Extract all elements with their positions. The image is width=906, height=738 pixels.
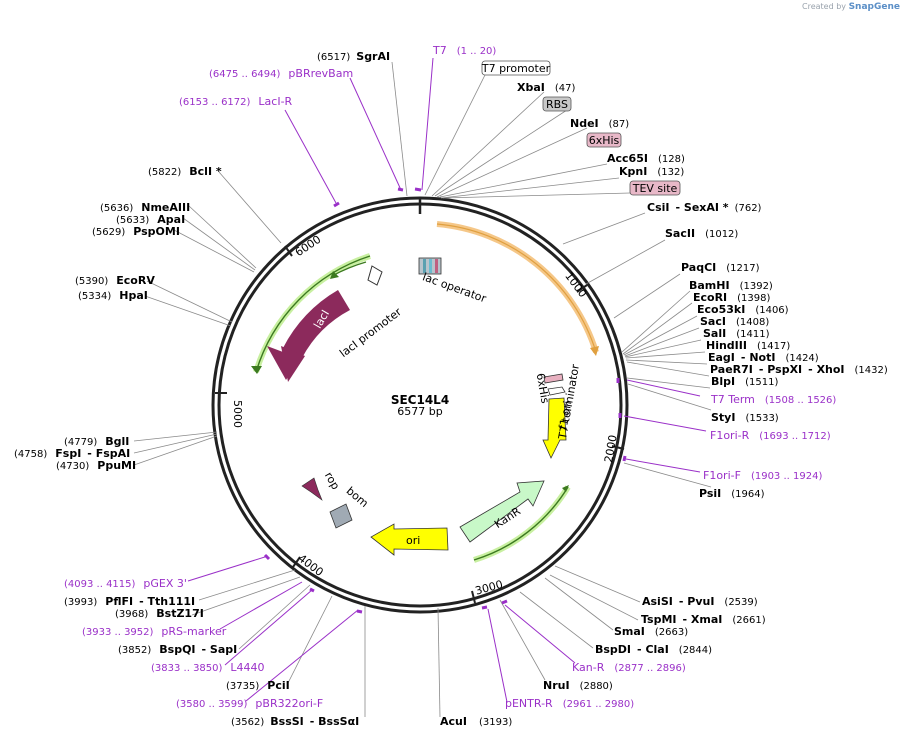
enzyme-bstz17i[interactable]: (3968)BstZ17I xyxy=(115,607,204,620)
enzyme-nrui[interactable]: NruI(2880) xyxy=(543,679,613,692)
enzyme-nmeaiii[interactable]: (5636)NmeAIII xyxy=(100,201,190,214)
enzyme-ppumi[interactable]: (4730)PpuMI xyxy=(56,459,136,472)
primer-laci-r[interactable]: (6153 .. 6172)LacI-R xyxy=(179,95,293,108)
ori-feature[interactable] xyxy=(370,523,449,556)
plasmid-title: SEC14L4 6577 bp xyxy=(391,393,449,418)
boxed-labels: T7 promoter RBS 6xHis TEV site xyxy=(481,60,681,196)
backbone xyxy=(211,196,629,614)
enzyme-hindiii[interactable]: HindIII(1417) xyxy=(706,339,790,352)
enzyme-sacii[interactable]: SacII(1012) xyxy=(665,227,738,240)
kanr-feature[interactable] xyxy=(459,480,545,543)
enzyme-bspqi[interactable]: (3852)BspQI- SapI xyxy=(118,643,237,656)
enzyme-acui[interactable]: AcuI(3193) xyxy=(440,715,512,728)
tick-5000: 5000 xyxy=(231,400,244,428)
enzyme-hpai[interactable]: (5334)HpaI xyxy=(78,289,148,302)
label-tev-site[interactable]: TEV site xyxy=(632,182,678,195)
enzyme-ecori[interactable]: EcoRI(1398) xyxy=(693,291,771,304)
enzyme-pflfi[interactable]: (3993)PflFI- Tth111I xyxy=(64,595,195,608)
rop-feature[interactable] xyxy=(301,477,323,501)
primer-pbrrevbam[interactable]: (6475 .. 6494)pBRrevBam xyxy=(209,67,353,80)
enzyme-sali[interactable]: SalI(1411) xyxy=(703,327,770,340)
enzyme-apai[interactable]: (5633)ApaI xyxy=(116,213,185,226)
enzyme-bspdi[interactable]: BspDI- ClaI(2844) xyxy=(595,643,712,656)
primer-prs-marker[interactable]: (3933 .. 3952)pRS-marker xyxy=(82,625,227,638)
enzyme-styi[interactable]: StyI(1533) xyxy=(711,411,779,424)
enzyme-bcli[interactable]: (5822)BclI * xyxy=(148,165,222,178)
enzyme-ecorv[interactable]: (5390)EcoRV xyxy=(75,274,155,287)
feature-lacI-promoter: lacI promoter xyxy=(337,305,404,360)
enzyme-ndei[interactable]: NdeI(87) xyxy=(570,117,629,130)
enzyme-bsssi[interactable]: (3562)BssSI- BssSαI xyxy=(231,715,359,728)
his-tag-small[interactable] xyxy=(543,373,564,384)
primer-l4440[interactable]: (3833 .. 3850)L4440 xyxy=(151,661,265,674)
enzyme-eagi[interactable]: EagI- NotI(1424) xyxy=(708,351,819,364)
primer-pgex-3[interactable]: (4093 .. 4115)pGEX 3' xyxy=(64,577,187,590)
enzyme-pcii[interactable]: (3735)PciI xyxy=(226,679,290,692)
primer-kan-r[interactable]: Kan-R(2877 .. 2896) xyxy=(572,661,686,674)
primer-t7-term[interactable]: T7 Term(1508 .. 1526) xyxy=(710,393,836,406)
label-6xhis[interactable]: 6xHis xyxy=(589,134,620,147)
primer-f1ori-f[interactable]: F1ori-F(1903 .. 1924) xyxy=(703,469,822,482)
enzyme-eco53ki[interactable]: Eco53kI(1406) xyxy=(697,303,789,316)
enzyme-sgrai[interactable]: (6517)SgrAI xyxy=(317,50,390,63)
enzyme-fspi[interactable]: (4758)FspI- FspAI xyxy=(14,447,130,460)
primer-pentr-r[interactable]: pENTR-R(2961 .. 2980) xyxy=(505,697,634,710)
feature-arcs xyxy=(251,221,599,563)
snapgene-logo: SnapGene xyxy=(848,2,900,12)
t7-terminator-small[interactable] xyxy=(547,386,566,396)
plasmid-name: SEC14L4 xyxy=(391,393,449,407)
enzyme-tspmi[interactable]: TspMI- XmaI(2661) xyxy=(641,613,766,626)
enzyme-csii[interactable]: CsiI- SexAI *(762) xyxy=(647,201,762,214)
f1-ori-feature[interactable] xyxy=(542,397,567,459)
feature-bom: bom xyxy=(344,484,371,510)
plasmid-size: 6577 bp xyxy=(397,405,442,418)
enzyme-bgli[interactable]: (4779)BglI xyxy=(64,435,129,448)
enzyme-blpi[interactable]: BlpI(1511) xyxy=(711,375,778,388)
enzyme-pspomi[interactable]: (5629)PspOMI xyxy=(92,225,180,238)
leader-lines xyxy=(133,61,712,718)
feature-rop: rop xyxy=(322,470,342,492)
enzyme-bamhi[interactable]: BamHI(1392) xyxy=(689,279,773,292)
enzyme-acc65i[interactable]: Acc65I(128) xyxy=(607,152,685,165)
enzyme-labels: (6517)SgrAI XbaI(47) NdeI(87) Acc65I(128… xyxy=(14,50,888,728)
feature-lac-operator: lac operator xyxy=(421,270,489,305)
primer-pbr322ori-f[interactable]: (3580 .. 3599)pBR322ori-F xyxy=(176,697,323,710)
primer-t7[interactable]: T7(1 .. 20) xyxy=(432,44,496,57)
enzyme-xbai[interactable]: XbaI(47) xyxy=(517,81,576,94)
feature-6xhis-inner: 6xHis xyxy=(534,372,552,405)
enzyme-paer7i[interactable]: PaeR7I- PspXI- XhoI(1432) xyxy=(710,363,888,376)
enzyme-paqci[interactable]: PaqCI(1217) xyxy=(681,261,760,274)
feature-labels: lacI lacI promoter lac operator 6xHis T7… xyxy=(311,270,582,547)
enzyme-kpni[interactable]: KpnI(132) xyxy=(619,165,684,178)
label-rbs[interactable]: RBS xyxy=(546,98,568,111)
feature-f1-ori: f1 ori xyxy=(557,400,575,431)
feature-ori: ori xyxy=(406,534,420,547)
primer-lines xyxy=(187,57,707,703)
snapgene-credit: Created by SnapGene xyxy=(802,2,900,12)
enzyme-asisi[interactable]: AsiSI- PvuI(2539) xyxy=(642,595,758,608)
primer-f1ori-r[interactable]: F1ori-R(1693 .. 1712) xyxy=(710,429,831,442)
primer-labels: T7(1 .. 20) (6475 .. 6494)pBRrevBam (615… xyxy=(64,44,836,710)
bom-feature[interactable] xyxy=(329,503,353,529)
laci-promoter-arrow[interactable] xyxy=(367,265,383,286)
tick-2000: 2000 xyxy=(602,434,620,464)
enzyme-psii[interactable]: PsiI(1964) xyxy=(699,487,765,500)
label-t7-promoter[interactable]: T7 promoter xyxy=(481,62,551,75)
enzyme-saci[interactable]: SacI(1408) xyxy=(700,315,769,328)
enzyme-smai[interactable]: SmaI(2663) xyxy=(614,625,688,638)
credit-text: Created by xyxy=(802,2,847,11)
